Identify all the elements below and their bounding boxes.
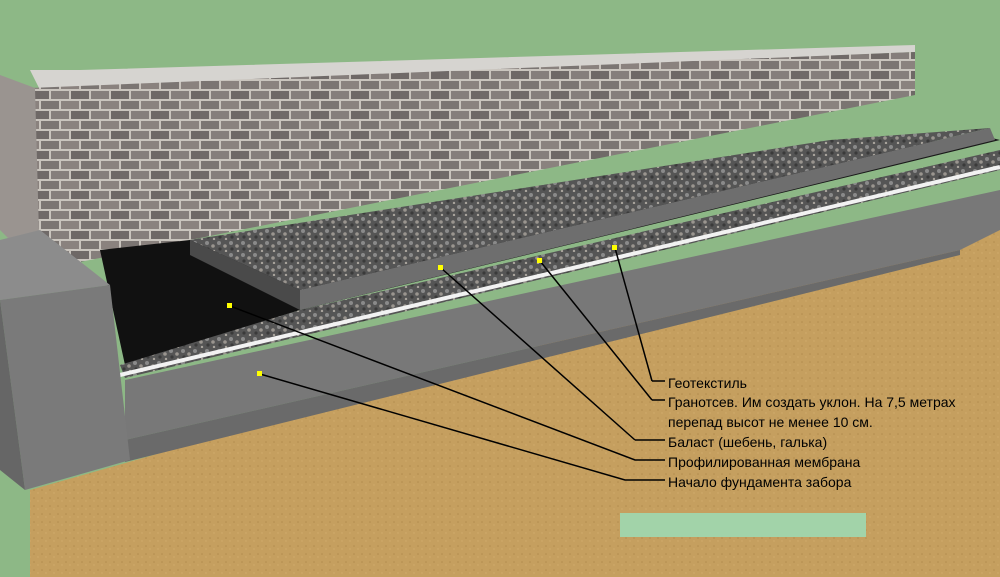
- granotsev-slab-front: [300, 128, 995, 310]
- concrete-post-side: [0, 300, 25, 490]
- concrete-post-front: [0, 285, 130, 490]
- leader-line-ballast: [440, 267, 636, 441]
- label-granotsev-line1: Гранотсев. Им создать уклон. На 7,5 метр…: [668, 394, 956, 410]
- label-foundation: Начало фундамента забора: [668, 474, 852, 490]
- concrete-trench-slope: [125, 250, 960, 462]
- concrete-post-top: [0, 230, 110, 300]
- marker-ballast: [438, 265, 443, 270]
- brick-wall-face: [30, 52, 915, 270]
- label-ballast: Баласт (шебень, галька): [668, 434, 828, 450]
- leader-line-foundation: [259, 373, 665, 481]
- label-membrane: Профилированная мембрана: [668, 454, 861, 470]
- granotsev-slab-edge: [190, 240, 300, 310]
- soil-ground: [30, 215, 1000, 577]
- brick-wall-left-side: [0, 75, 40, 270]
- profiled-membrane: [100, 240, 300, 365]
- geotextile-line: [119, 165, 1000, 377]
- marker-granotsev: [537, 258, 542, 263]
- marker-geotextile: [612, 245, 617, 250]
- concrete-trench-front: [125, 190, 1000, 440]
- marker-foundation: [257, 371, 262, 376]
- label-granotsev-line2: перепад высот не менее 10 см.: [668, 414, 873, 430]
- brick-wall-top: [30, 45, 915, 90]
- granotsev-slab-top: [190, 128, 990, 290]
- leader-line-granotsev: [539, 260, 653, 401]
- marker-membrane: [227, 303, 232, 308]
- leader-line-membrane: [229, 305, 665, 461]
- leader-line-geotextile: [614, 247, 653, 382]
- watermark-box: [620, 513, 866, 537]
- label-geotextile: Геотекстиль: [668, 375, 747, 391]
